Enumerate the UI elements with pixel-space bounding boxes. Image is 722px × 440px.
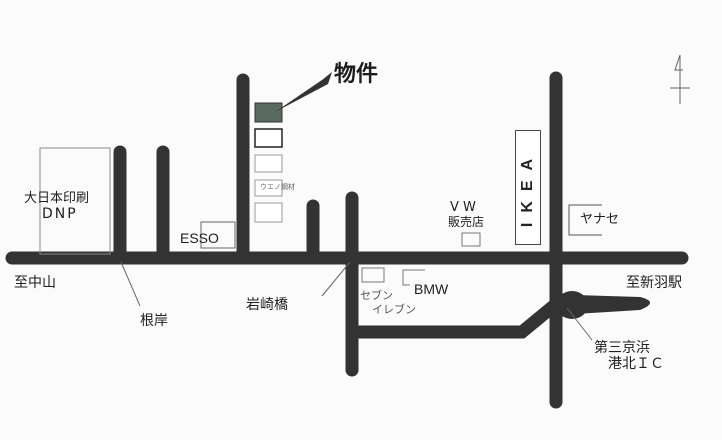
esso-box bbox=[200, 221, 236, 249]
negishi-label: 根岸 bbox=[140, 313, 168, 329]
ikea-label: IKEA bbox=[519, 148, 537, 227]
building-box bbox=[254, 128, 283, 148]
yanase-label: ヤナセ bbox=[580, 212, 620, 227]
property-pointer bbox=[275, 72, 332, 112]
ueno-label: ウエノ鋼材 bbox=[260, 183, 295, 191]
bmw-label: BMW bbox=[414, 281, 449, 297]
negishi-leader bbox=[120, 261, 141, 307]
property-building bbox=[254, 102, 283, 123]
property-label: 物件 bbox=[334, 62, 379, 87]
building-box bbox=[254, 179, 283, 197]
seven-label-1: セブン bbox=[360, 289, 393, 302]
vw-label: V W bbox=[450, 200, 476, 215]
ic-ramp bbox=[575, 295, 650, 314]
seven-label-2: イレブン bbox=[372, 303, 416, 316]
to-nippa-label: 至新羽駅 bbox=[626, 275, 682, 291]
ikea-box: IKEA bbox=[515, 130, 541, 245]
iwasaki-leader bbox=[321, 261, 351, 297]
ic-leader bbox=[566, 307, 593, 341]
bmw-box bbox=[402, 269, 425, 286]
iwasakibashi-label: 岩崎橋 bbox=[246, 297, 288, 313]
dnp-label: DNP bbox=[42, 206, 78, 222]
dnp-jp-label: 大日本印刷 bbox=[24, 191, 90, 206]
north-arrow-icon bbox=[670, 54, 690, 104]
seven-box bbox=[361, 267, 385, 283]
vw-store-label: 販売店 bbox=[448, 215, 485, 229]
esso-label: ESSO bbox=[180, 230, 219, 246]
building-box bbox=[254, 154, 283, 173]
dnp-box bbox=[39, 147, 111, 255]
to-nakayama-label: 至中山 bbox=[14, 275, 56, 291]
yanase-box bbox=[568, 204, 602, 236]
ic-label-1: 第三京浜 bbox=[594, 340, 650, 356]
building-box bbox=[254, 202, 283, 223]
ic-label-2: 港北ＩＣ bbox=[608, 356, 664, 372]
road-lower bbox=[351, 297, 563, 339]
vw-box bbox=[461, 232, 481, 247]
